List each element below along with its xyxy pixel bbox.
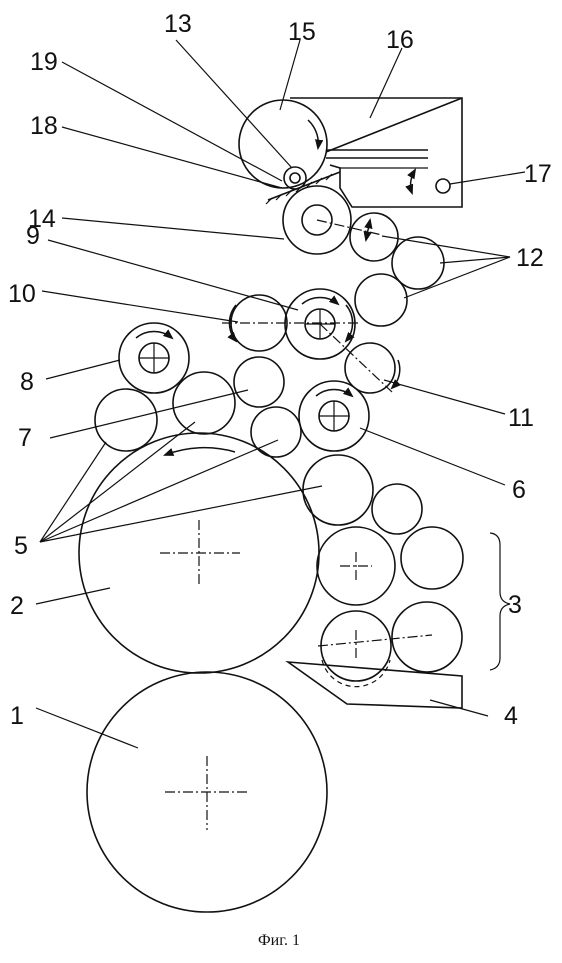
label-11: 11 <box>508 404 534 432</box>
roller-9 <box>284 288 356 360</box>
roller-14 <box>282 185 383 255</box>
label-19: 19 <box>30 48 58 76</box>
scraper-18 <box>265 171 341 205</box>
label-17: 17 <box>524 160 552 188</box>
roller-2 <box>78 432 320 674</box>
leader-lines <box>35 39 526 749</box>
figure-caption: Фиг. 1 <box>258 932 300 949</box>
housing-16 <box>290 97 463 208</box>
label-8: 8 <box>20 368 34 396</box>
label-10: 10 <box>8 280 36 308</box>
label-2: 2 <box>10 592 24 620</box>
label-9: 9 <box>26 222 40 250</box>
rollers-12 <box>349 212 445 327</box>
label-7: 7 <box>18 424 32 452</box>
callout-labels: 1 2 3 4 5 6 7 8 9 10 11 12 13 14 15 16 1… <box>8 10 552 730</box>
roller-a <box>302 454 374 526</box>
label-13: 13 <box>164 10 192 38</box>
roller-7 <box>233 356 285 408</box>
label-1: 1 <box>10 702 24 730</box>
roller-1 <box>86 671 328 913</box>
label-6: 6 <box>512 476 526 504</box>
label-4: 4 <box>504 702 518 730</box>
roller-6 <box>298 380 370 452</box>
ink-fountain-4 <box>285 660 463 709</box>
roller-15 <box>238 99 328 189</box>
label-3: 3 <box>508 591 522 619</box>
label-12: 12 <box>516 244 544 272</box>
label-18: 18 <box>30 112 58 140</box>
roller-group-3 <box>316 526 511 688</box>
label-16: 16 <box>386 26 414 54</box>
pivot-17 <box>435 178 451 194</box>
label-5: 5 <box>14 532 28 560</box>
roller-8 <box>118 322 190 394</box>
roller-11 <box>344 342 396 394</box>
label-15: 15 <box>288 18 316 46</box>
form-rollers-5 <box>94 371 302 458</box>
roller-b <box>371 483 423 535</box>
label-14: 14 <box>28 205 56 233</box>
